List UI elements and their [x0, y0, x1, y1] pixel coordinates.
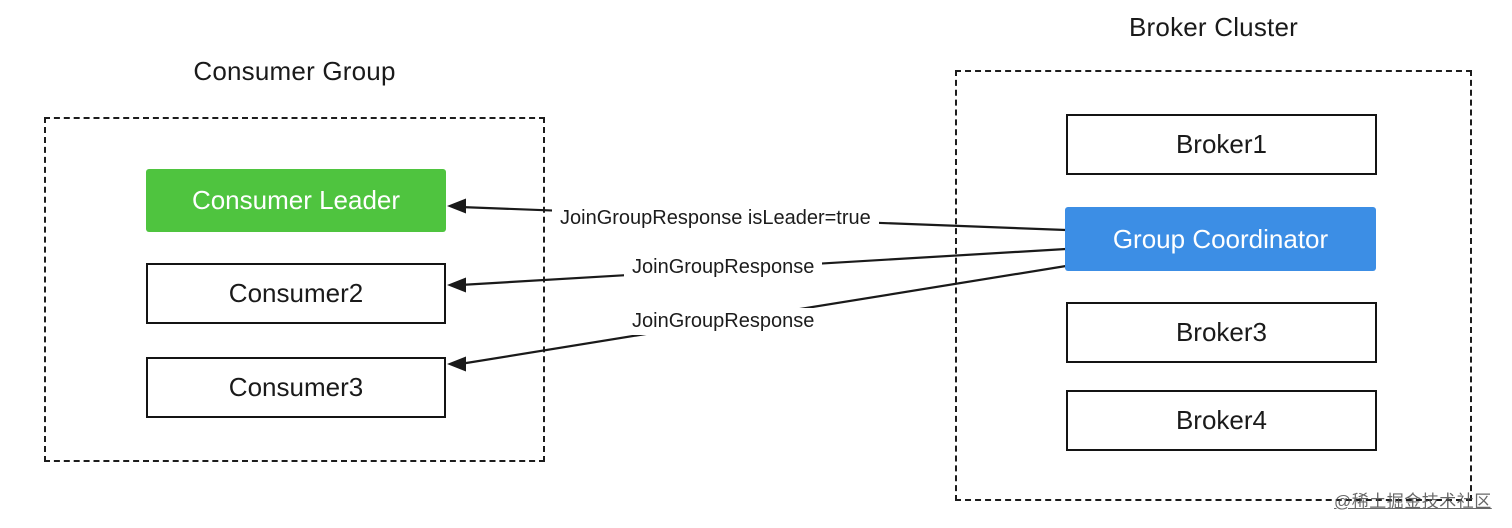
group-coordinator-node: Group Coordinator	[1065, 207, 1376, 271]
watermark: @稀土掘金技术社区	[1334, 492, 1492, 511]
broker4-node: Broker4	[1066, 390, 1377, 451]
broker-cluster-title: Broker Cluster	[1129, 12, 1298, 42]
consumer-leader-node: Consumer Leader	[146, 169, 446, 232]
consumer3-node: Consumer3	[146, 357, 446, 418]
consumer-group-title: Consumer Group	[193, 56, 396, 86]
edge-label-joingroupresponse-2: JoinGroupResponse	[624, 254, 823, 281]
broker1-node: Broker1	[1066, 114, 1377, 175]
consumer2-node: Consumer2	[146, 263, 446, 324]
arrowhead-to-consumer-leader-icon	[447, 198, 466, 214]
edge-label-isleader: JoinGroupResponse isLeader=true	[552, 205, 879, 232]
broker-cluster-panel	[955, 70, 1472, 501]
edge-label-joingroupresponse-3: JoinGroupResponse	[624, 308, 823, 335]
consumer-group-panel	[44, 117, 545, 462]
broker3-node: Broker3	[1066, 302, 1377, 363]
arrowhead-to-consumer3-icon	[447, 356, 466, 372]
arrowhead-to-consumer2-icon	[447, 277, 466, 293]
